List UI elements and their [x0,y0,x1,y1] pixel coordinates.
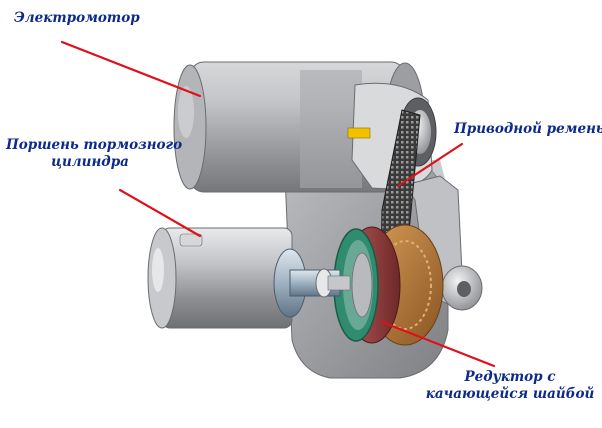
label-brake-piston-line1: Поршень тормозного [6,137,183,153]
leader-line-belt [396,142,464,188]
label-electric-motor: Электромотор [14,10,140,26]
label-drive-belt: Приводной ремень [454,121,602,137]
leader-lines [60,40,496,368]
brake-piston-cylinder [147,227,293,329]
label-reducer: Редуктор с качающейся шайбой [425,369,595,403]
reducer-gear-assembly [333,224,444,346]
leader-line-piston [118,188,202,238]
label-brake-piston: Поршень тормозного цилиндра [6,137,183,171]
leader-line-motor [60,40,202,98]
label-reducer-line2: качающейся шайбой [425,386,595,402]
piston-shaft [273,248,351,318]
belt-tensioner-bracket [404,175,483,311]
label-brake-piston-line2: цилиндра [51,154,129,170]
label-reducer-line1: Редуктор с [464,369,556,385]
leader-line-reducer [380,320,496,368]
